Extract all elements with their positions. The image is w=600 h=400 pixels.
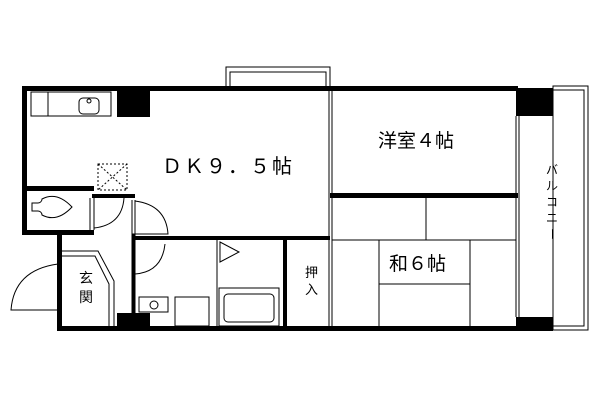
entrance-door: [10, 263, 59, 311]
ventilation-icon: [97, 163, 128, 191]
label-japanese-room: 和６帖: [389, 253, 446, 275]
label-western-room: 洋室４帖: [378, 130, 454, 152]
walls: [22, 86, 553, 331]
toilet-door: [93, 197, 125, 229]
washroom-door: [134, 243, 166, 275]
label-entrance-1: 玄: [79, 270, 93, 287]
balcony: [552, 85, 589, 331]
washbasin: [138, 296, 169, 313]
label-entrance-2: 関: [79, 290, 93, 306]
toilet-icon: [31, 195, 73, 219]
bathtub: [218, 287, 280, 327]
toilet-left-wall: [22, 186, 27, 235]
label-dk: ＤＫ９．５帖: [162, 154, 294, 178]
kitchen-sink: [78, 97, 100, 115]
bath-top-wall: [132, 236, 330, 240]
tatami-lines: [332, 198, 516, 326]
left-wall: [22, 86, 27, 188]
entrance-left-wall: [57, 230, 62, 330]
balcony-char: ー: [545, 228, 559, 240]
label-balcony: バ ル コ ニ ー: [545, 163, 559, 240]
room-divider-wall: [330, 193, 518, 198]
toilet-top-wall: [22, 186, 94, 191]
top-window: [225, 66, 331, 88]
closet-wall: [283, 236, 287, 328]
top-window-inner: [229, 71, 327, 88]
column-top-right: [516, 88, 553, 116]
balcony-char: バ: [546, 163, 558, 177]
washing-machine: [174, 296, 210, 327]
kitchen-counter: [30, 91, 112, 117]
corridor-top-wall: [92, 194, 135, 198]
column-kitchen: [117, 91, 150, 117]
top-wall: [22, 86, 518, 91]
balcony-char: ル: [546, 179, 558, 193]
balcony-char: ニ: [546, 211, 558, 225]
label-closet-1: 押: [305, 266, 318, 281]
column-bottom-right: [516, 317, 553, 328]
label-closet-2: 入: [305, 283, 318, 298]
entrance-step: [62, 250, 115, 327]
corridor-door: [134, 200, 169, 235]
water-heater: [219, 241, 241, 263]
balcony-char: コ: [546, 195, 558, 209]
bottom-wall: [57, 326, 553, 331]
